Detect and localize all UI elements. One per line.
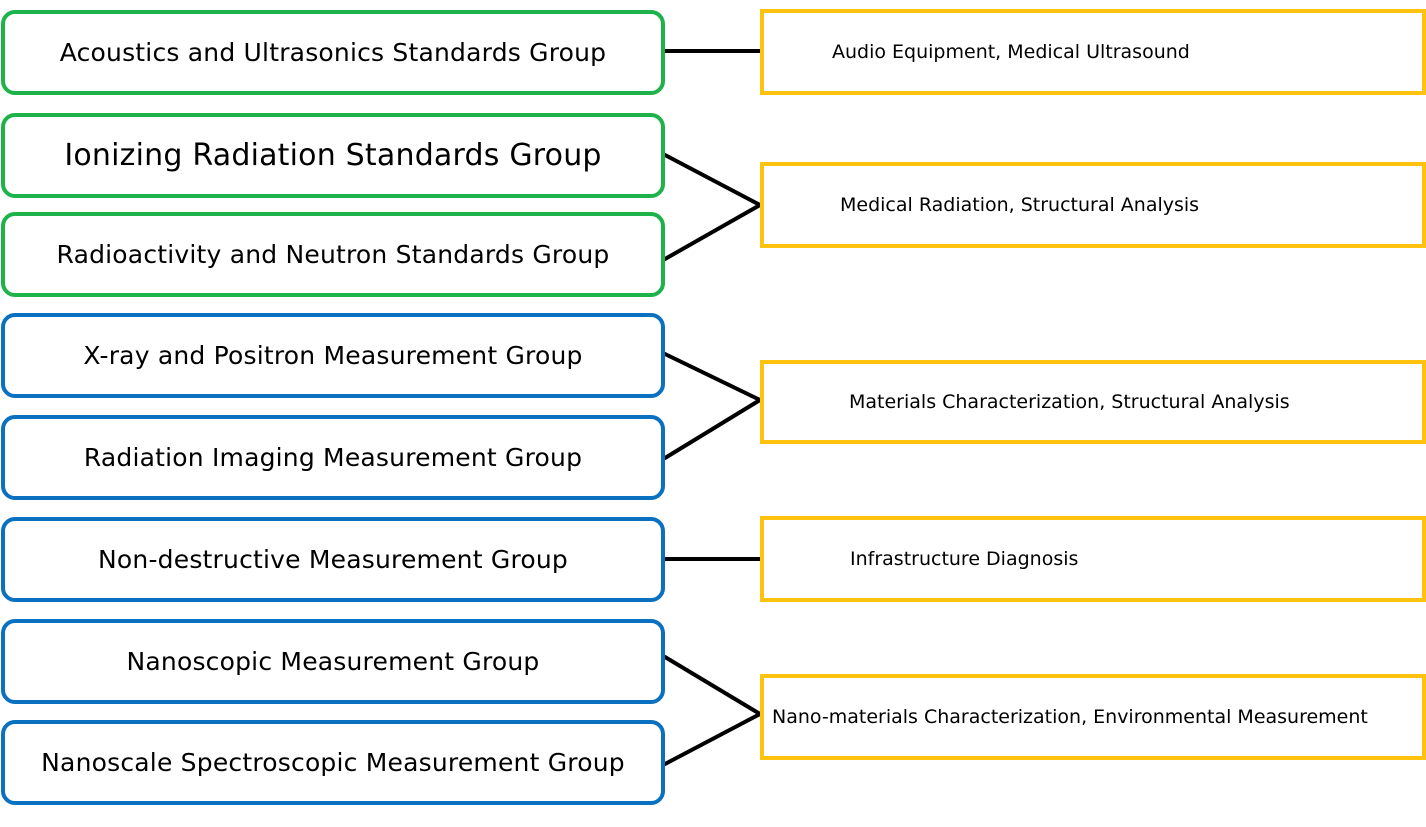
connector-line-3-to-2: [663, 352, 762, 402]
application-box-audio-medical-ultrasound: Audio Equipment, Medical Ultrasound: [760, 9, 1426, 95]
application-box-materials-characterization: Materials Characterization, Structural A…: [760, 360, 1426, 444]
group-label: Nanoscale Spectroscopic Measurement Grou…: [41, 748, 625, 777]
application-box-infrastructure-diagnosis: Infrastructure Diagnosis: [760, 516, 1426, 602]
connector-line-4-to-2: [663, 398, 762, 460]
group-box-ionizing-radiation: Ionizing Radiation Standards Group: [1, 113, 665, 198]
application-label: Infrastructure Diagnosis: [850, 548, 1079, 570]
application-box-nano-materials: Nano-materials Characterization, Environ…: [760, 674, 1426, 760]
group-box-xray-positron: X-ray and Positron Measurement Group: [1, 313, 665, 398]
group-label: Non-destructive Measurement Group: [98, 545, 568, 574]
application-label: Audio Equipment, Medical Ultrasound: [832, 41, 1190, 63]
group-label: Radiation Imaging Measurement Group: [83, 443, 583, 472]
connector-line-6-to-4: [663, 655, 762, 716]
group-label: X-ray and Positron Measurement Group: [83, 341, 583, 370]
group-box-radiation-imaging: Radiation Imaging Measurement Group: [1, 415, 665, 500]
application-label: Nano-materials Characterization, Environ…: [772, 706, 1368, 728]
application-label: Medical Radiation, Structural Analysis: [840, 194, 1200, 216]
connector-line-1-to-1: [663, 153, 762, 207]
group-label: Ionizing Radiation Standards Group: [64, 138, 602, 173]
group-box-radioactivity-neutron: Radioactivity and Neutron Standards Grou…: [1, 212, 665, 297]
connector-line-2-to-1: [663, 203, 762, 261]
group-label: Nanoscopic Measurement Group: [126, 647, 540, 676]
application-label: Materials Characterization, Structural A…: [849, 391, 1290, 413]
group-label: Acoustics and Ultrasonics Standards Grou…: [59, 38, 607, 67]
application-box-medical-radiation: Medical Radiation, Structural Analysis: [760, 162, 1426, 248]
group-label: Radioactivity and Neutron Standards Grou…: [56, 240, 610, 269]
group-box-acoustics-ultrasonics: Acoustics and Ultrasonics Standards Grou…: [1, 10, 665, 95]
connector-line-7-to-4: [663, 712, 762, 766]
group-box-non-destructive: Non-destructive Measurement Group: [1, 517, 665, 602]
group-box-nanoscale-spectroscopic: Nanoscale Spectroscopic Measurement Grou…: [1, 720, 665, 805]
group-box-nanoscopic: Nanoscopic Measurement Group: [1, 619, 665, 704]
